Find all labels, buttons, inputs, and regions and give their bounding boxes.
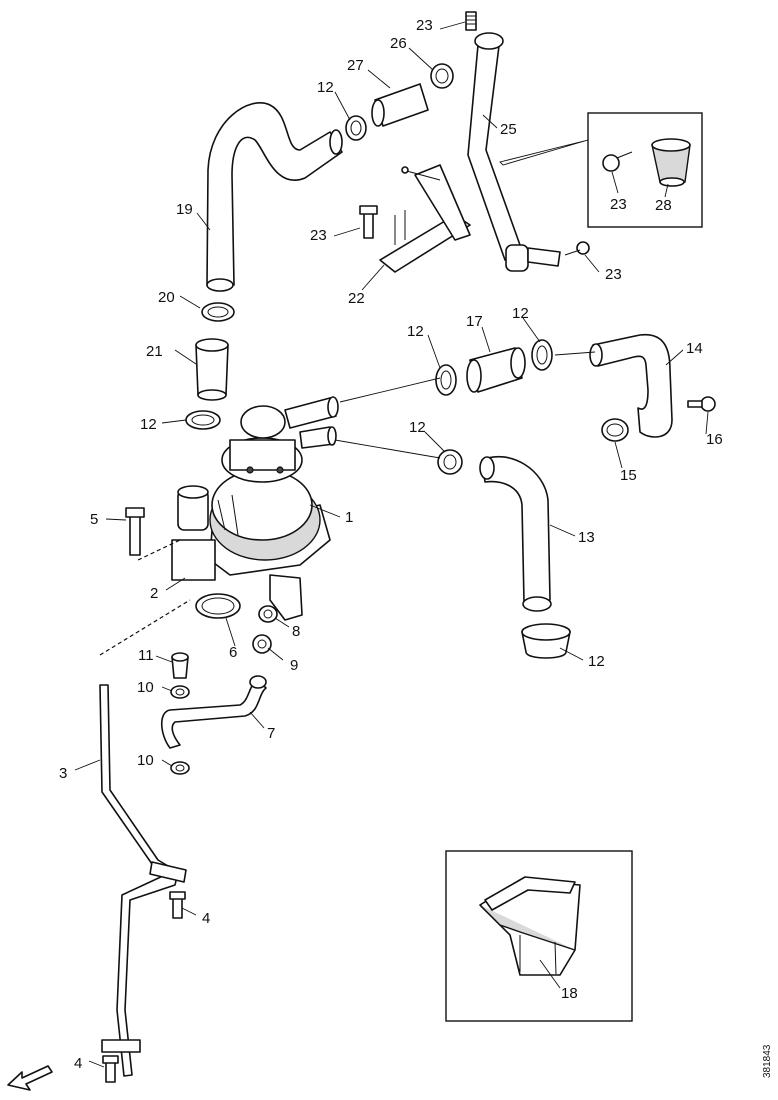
callout-16: 16 (706, 431, 723, 448)
callout-8: 8 (292, 623, 300, 640)
bolt-4-upper (169, 891, 186, 919)
callout-12-bottom-right: 12 (588, 653, 605, 670)
callout-4-lower: 4 (74, 1055, 82, 1072)
leader-outlet-upper (339, 377, 441, 403)
callout-26: 26 (390, 35, 407, 52)
callout-27: 27 (347, 57, 364, 74)
leader-outlet-lower (334, 439, 441, 459)
callout-28: 28 (655, 197, 672, 214)
clamp-12-bottom-right (521, 623, 571, 659)
callout-5: 5 (90, 511, 98, 528)
gasket-6 (195, 593, 241, 619)
leader-to-hose-14 (554, 351, 596, 356)
dashed-bolt-5 (137, 539, 181, 561)
washer-10-lower (170, 761, 190, 775)
callout-11: 11 (138, 647, 154, 664)
callout-6: 6 (229, 644, 237, 661)
callout-18: 18 (561, 985, 578, 1002)
callout-23-inset: 23 (610, 196, 627, 213)
pipe-3 (99, 684, 187, 1077)
hose-14 (589, 334, 673, 438)
reference-number: 381843 (762, 1044, 773, 1078)
bolt-23-left (359, 205, 378, 239)
callout-3: 3 (59, 765, 67, 782)
callout-4-upper: 4 (202, 910, 210, 927)
callout-2: 2 (150, 585, 158, 602)
callout-23-right: 23 (605, 266, 622, 283)
dashed-pipe-3 (99, 599, 191, 656)
connector-27 (371, 83, 429, 127)
callout-20: 20 (158, 289, 175, 306)
connector-17 (466, 347, 526, 393)
bolt-5 (125, 507, 145, 556)
callout-1: 1 (345, 509, 353, 526)
callout-12-lower-mid: 12 (409, 419, 426, 436)
callout-9: 9 (290, 657, 298, 674)
callout-10-lower: 10 (137, 752, 154, 769)
pump-1 (171, 396, 339, 621)
callout-13: 13 (578, 529, 595, 546)
clamp-20 (201, 302, 235, 322)
callout-19: 19 (176, 201, 193, 218)
callout-10-upper: 10 (137, 679, 154, 696)
detail-inset-top (587, 112, 703, 228)
inset-pointer (499, 139, 589, 166)
washer-8 (258, 605, 278, 623)
clamp-12-left (185, 410, 221, 430)
washer-10-upper (170, 685, 190, 699)
callout-12-mid-left: 12 (407, 323, 424, 340)
hose-25 (467, 32, 561, 272)
callout-12-mid-right: 12 (512, 305, 529, 322)
callout-22: 22 (348, 290, 365, 307)
callout-23-left: 23 (310, 227, 327, 244)
leader-lines (74, 21, 709, 1068)
bolt-23-top (465, 11, 477, 31)
bolt-4-lower (102, 1055, 119, 1083)
callout-7: 7 (267, 725, 275, 742)
bolt-16 (687, 396, 716, 412)
bracket-22 (379, 164, 471, 273)
clamp-26 (430, 63, 454, 89)
plug-11 (171, 652, 189, 679)
clamp-15 (601, 418, 629, 442)
callout-23-top: 23 (416, 17, 433, 34)
callout-14: 14 (686, 340, 703, 357)
direction-arrow (7, 1065, 53, 1091)
clamp-12-mid-left (435, 364, 457, 396)
bolt-23-right (564, 241, 590, 256)
callout-25: 25 (500, 121, 517, 138)
hose-19 (206, 102, 343, 292)
bolt-23-small (401, 166, 441, 181)
clamp-12-top (345, 115, 367, 141)
callout-21: 21 (146, 343, 163, 360)
callout-17: 17 (466, 313, 483, 330)
detail-inset-bottom (445, 850, 633, 1022)
hose-13 (479, 455, 552, 612)
clamp-12-lower-mid (437, 449, 463, 475)
clamp-12-mid-right (531, 339, 553, 371)
connector-21 (195, 338, 229, 401)
callout-12-left: 12 (140, 416, 157, 433)
callout-15: 15 (620, 467, 637, 484)
callout-12-top: 12 (317, 79, 334, 96)
nut-9 (252, 634, 272, 654)
callout-labels: 23 26 27 12 25 19 23 22 23 20 21 12 12 1… (59, 17, 723, 1072)
pipe-7 (160, 675, 267, 749)
